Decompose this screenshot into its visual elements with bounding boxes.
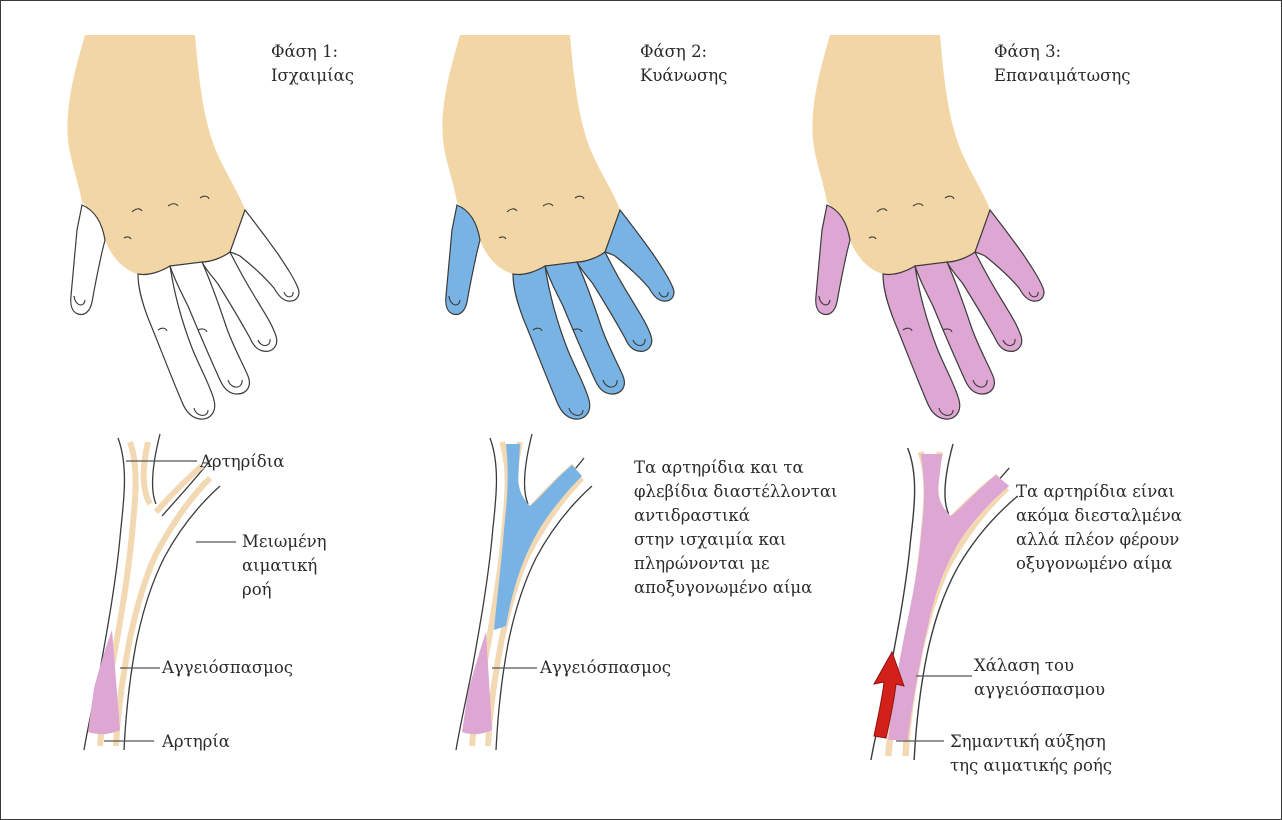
phase-2-title: Φάση 2: xyxy=(640,40,707,64)
reperfusion-description-line-2: ακόμα διεσταλμένα xyxy=(1016,504,1182,528)
dilation-description-line-5: πληρώνονται με xyxy=(634,552,770,576)
dilation-description-line-1: Τα αρτηρίδια και τα xyxy=(634,456,804,480)
dilation-description-line-3: αντιδραστικά xyxy=(634,504,750,528)
phase-2-name: Κυάνωσης xyxy=(640,64,727,88)
dilation-description-line-2: φλεβίδια διαστέλλονται xyxy=(634,480,837,504)
reperfusion-description-line-1: Τα αρτηρίδια είναι xyxy=(1016,480,1175,504)
reperfusion-description-line-4: οξυγονωμένο αίμα xyxy=(1016,552,1172,576)
hand-icon xyxy=(442,35,673,419)
vasospasm-label-2: Αγγειόσπασμος xyxy=(540,656,671,680)
reperfusion-description-line-3: αλλά πλέον φέρουν xyxy=(1016,528,1179,552)
phase-3-name: Επαναιμάτωσης xyxy=(994,64,1131,88)
phase-3-title: Φάση 3: xyxy=(994,40,1061,64)
blood-vessel-icon xyxy=(871,444,1018,760)
flow-increase-label-line-1: Σημαντική αύξηση xyxy=(950,730,1106,754)
relaxation-label-line-2: αγγειόσπασμου xyxy=(974,678,1105,702)
reduced-flow-label-line-2: αιματική xyxy=(242,554,317,578)
blood-vessel-icon xyxy=(84,434,220,750)
vasospasm-label: Αγγειόσπασμος xyxy=(162,656,293,680)
arterioles-label: Αρτηρίδια xyxy=(200,450,284,474)
hand-icon xyxy=(812,35,1043,419)
reduced-flow-label-line-1: Μειωμένη xyxy=(242,530,327,554)
artery-label: Αρτηρία xyxy=(162,730,230,754)
dilation-description-line-4: στην ισχαιμία και xyxy=(634,528,786,552)
flow-increase-label-line-2: της αιματικής ροής xyxy=(950,754,1112,778)
relaxation-label-line-1: Χάλαση του xyxy=(974,654,1074,678)
dilation-description-line-6: αποξυγονωμένο αίμα xyxy=(634,576,812,600)
phase-1-name: Ισχαιμίας xyxy=(271,64,354,88)
blood-vessel-icon xyxy=(456,434,592,750)
phase-1-title: Φάση 1: xyxy=(271,40,338,64)
reduced-flow-label-line-3: ροή xyxy=(242,578,272,602)
hand-icon xyxy=(67,35,298,419)
